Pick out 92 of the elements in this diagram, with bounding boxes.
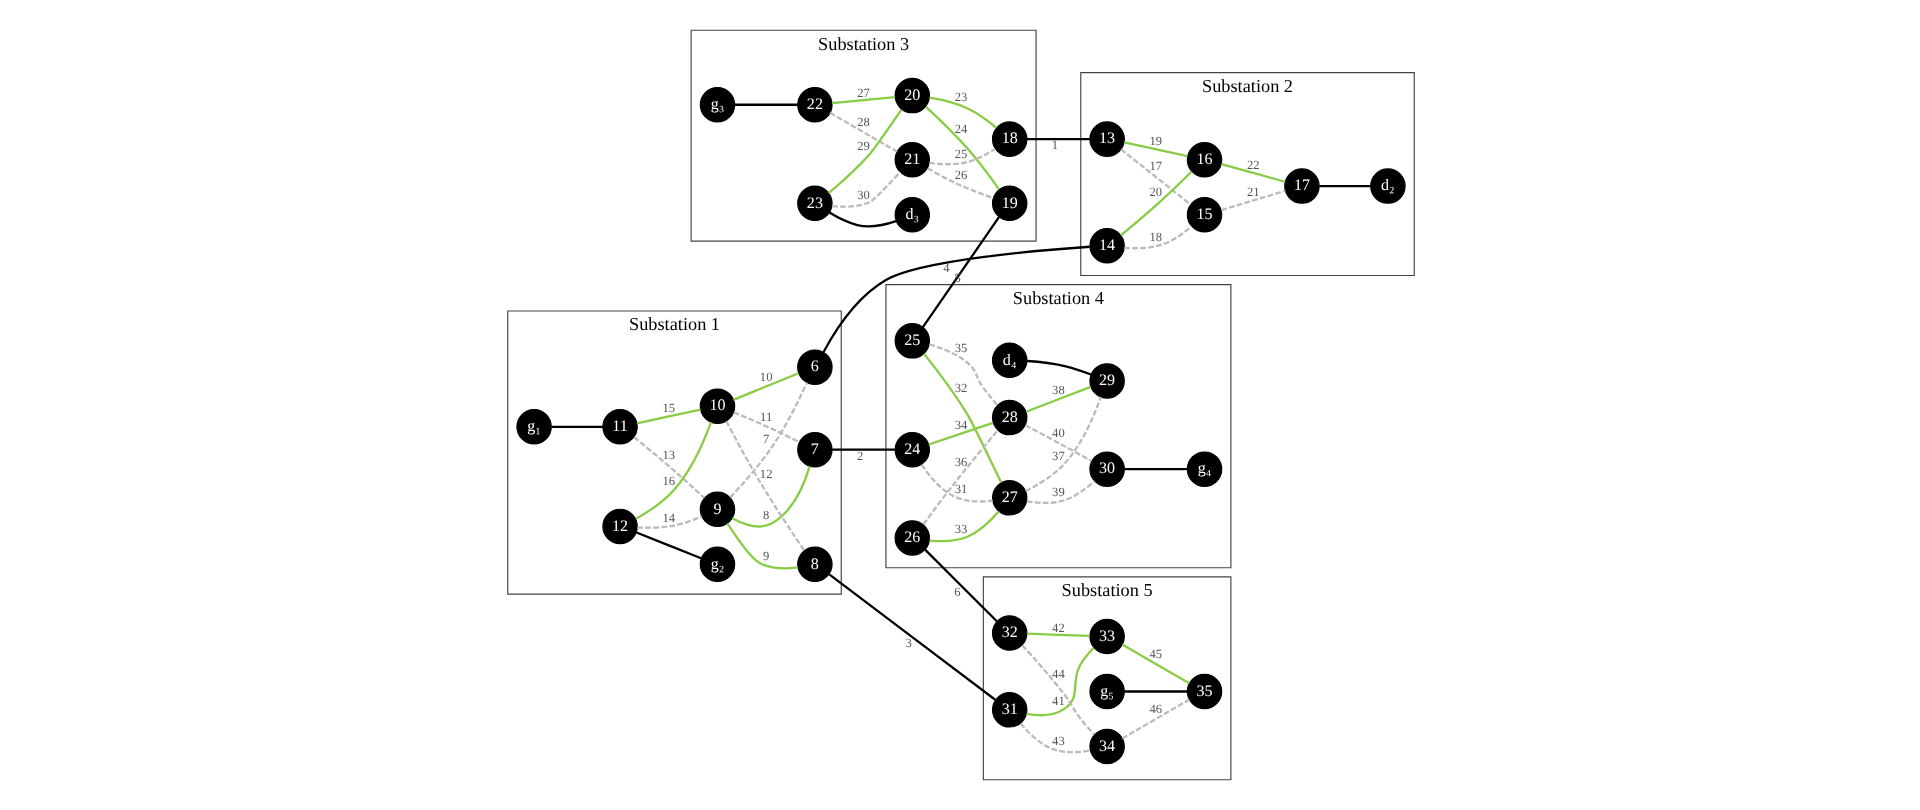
connector: [732, 372, 799, 401]
connector: [928, 343, 998, 406]
connector: [926, 167, 993, 200]
connector: [733, 103, 797, 106]
connector: [828, 111, 897, 153]
node-circle: 15: [1185, 197, 1222, 233]
connector: [1025, 359, 1091, 376]
node-circle: g₁: [515, 409, 551, 445]
connector: [922, 353, 1002, 483]
node-circle: 29: [1088, 363, 1124, 399]
connector: [724, 420, 805, 552]
connector: [725, 522, 797, 570]
connector: [635, 408, 700, 425]
connector: [1220, 189, 1285, 212]
connector: [1024, 385, 1091, 413]
connector: [821, 245, 1089, 353]
connector: [1024, 424, 1092, 463]
node-circle: 26: [893, 520, 930, 556]
connector: [827, 108, 902, 194]
node-circle: 17: [1283, 168, 1319, 204]
node-circle: 11: [601, 409, 637, 445]
connector: [924, 105, 999, 190]
connector: [1120, 643, 1189, 685]
node-circle: 10: [698, 388, 735, 424]
node-circle: 24: [893, 431, 930, 468]
connector: [1024, 396, 1101, 493]
node-circle: 9: [698, 491, 735, 528]
node-circle: 35: [1185, 673, 1222, 710]
connector: [827, 573, 995, 701]
connector: [1025, 647, 1094, 717]
node-circle: d₂: [1369, 168, 1405, 204]
connector: [1123, 468, 1187, 471]
connector: [728, 382, 807, 499]
node-circle: 7: [796, 431, 832, 468]
connector: [636, 515, 702, 529]
node-circle: 28: [990, 399, 1027, 436]
connector: [635, 531, 701, 560]
node-circle: 25: [893, 323, 930, 359]
node-circle: 12: [601, 508, 637, 545]
node-circle: 13: [1088, 121, 1124, 157]
connector: [1025, 632, 1089, 638]
connector: [634, 421, 712, 520]
connector: [923, 548, 997, 623]
connector: [550, 425, 602, 428]
node-circle: 33: [1088, 618, 1124, 655]
connector: [632, 436, 704, 499]
connector: [1120, 698, 1189, 740]
connector: [1018, 722, 1090, 754]
node-circle: 21: [893, 142, 930, 178]
connector: [831, 96, 895, 105]
node-circle: d₃: [893, 197, 930, 233]
node-circle: 31: [990, 692, 1027, 728]
node-circle: 16: [1185, 142, 1222, 178]
node-circle: 32: [990, 615, 1027, 651]
connector: [1123, 690, 1187, 693]
connector: [730, 465, 810, 528]
connector: [919, 463, 992, 503]
node-circle: g₂: [698, 546, 735, 583]
node-circle: 8: [796, 546, 832, 583]
connector: [928, 96, 997, 129]
node-circle: 23: [796, 185, 832, 222]
connector: [732, 411, 799, 444]
connector: [1025, 480, 1095, 505]
connector: [1123, 141, 1187, 158]
connector: [928, 510, 999, 543]
node-circle: d₄: [990, 342, 1027, 379]
connector: [1220, 163, 1285, 183]
connector: [831, 448, 894, 451]
node-circle: 30: [1088, 451, 1124, 487]
node-circle: g₅: [1088, 673, 1124, 710]
connector: [1318, 184, 1370, 188]
node-circle: 14: [1088, 227, 1124, 264]
connector: [927, 421, 993, 446]
node-circle: 34: [1088, 728, 1124, 765]
node-circle: 22: [796, 86, 832, 123]
connector: [1119, 148, 1191, 206]
connector: [1020, 644, 1095, 736]
connector: [831, 171, 900, 208]
connector: [921, 429, 998, 525]
connector: [928, 147, 995, 166]
connector: [827, 211, 896, 228]
connector: [920, 216, 1000, 328]
node-circle: g₄: [1185, 451, 1222, 487]
connector: [1123, 225, 1192, 250]
connector: [1119, 170, 1192, 237]
connector: [1026, 138, 1089, 141]
node-circle: 18: [990, 121, 1027, 157]
node-circle: 19: [990, 185, 1027, 222]
node-circle: 20: [893, 77, 930, 114]
node-circle: 27: [990, 480, 1027, 516]
node-circle: g₃: [698, 86, 735, 123]
node-circle: 6: [796, 349, 832, 385]
